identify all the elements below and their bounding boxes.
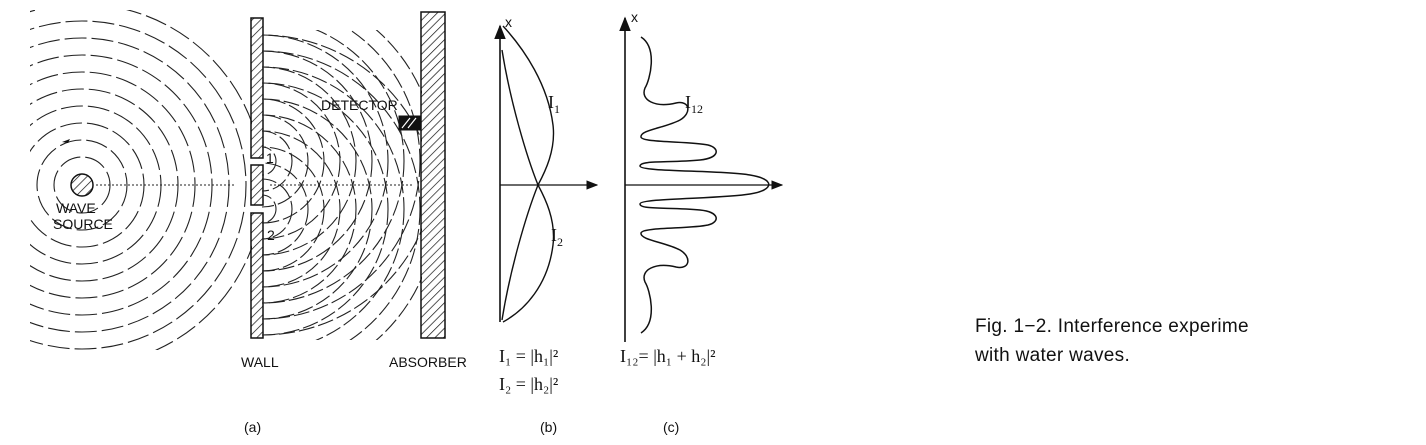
caption-line-1: Fig. 1−2. Interference experime <box>975 316 1249 337</box>
hole-wavefront <box>262 130 293 192</box>
equation-i2: I₂ = |h₂|² <box>499 374 558 394</box>
wave-source-label-1: WAVE <box>56 200 96 216</box>
hole-wavefront <box>262 146 325 272</box>
hole-wavefront <box>262 194 277 224</box>
hole-wavefront <box>262 114 357 304</box>
hole-wavefront <box>262 82 341 240</box>
hole-wavefront <box>262 30 421 320</box>
equation-i12: I₁₂= |h₁ + h₂|² <box>620 346 716 366</box>
panel-b: x I1 I2 I₁ = |h₁|² I₂ = |h₂|² (b) <box>494 14 599 435</box>
hole-wavefront <box>262 162 309 256</box>
figure-caption: Fig. 1−2. Interference experime with wat… <box>975 312 1415 370</box>
hole-wavefront <box>262 66 405 340</box>
source-wavefront <box>30 10 252 350</box>
source-wavefront <box>36 139 128 231</box>
panel-c-label: (c) <box>663 419 679 435</box>
hole-wavefront <box>262 82 389 336</box>
hole-wavefront <box>262 130 341 288</box>
curve-i12-label: I12 <box>685 92 703 116</box>
source-wavefronts <box>30 10 252 350</box>
hole-wavefront <box>262 146 277 176</box>
detector-label: DETECTOR <box>321 97 398 113</box>
caption-line-2: with water waves. <box>975 345 1131 366</box>
panel-a-label: (a) <box>244 419 261 435</box>
source-wavefront <box>30 71 196 299</box>
curve-i12 <box>639 36 770 334</box>
wall <box>250 17 264 339</box>
wall-label: WALL <box>241 354 279 370</box>
equation-i1: I₁ = |h₁|² <box>499 346 558 366</box>
hole-wavefront <box>262 30 405 304</box>
curve-i2 <box>501 49 555 323</box>
hole-1-label: 1 <box>266 150 274 166</box>
hole-wavefront <box>262 50 373 272</box>
hole-wavefront <box>262 50 421 340</box>
hole-wavefront <box>262 98 325 224</box>
panel-b-axis-label: x <box>505 14 512 30</box>
wave-source-label-2: SOURCE <box>53 216 113 232</box>
panel-c: x I12 I₁₂= |h₁ + h₂|² (c) <box>619 9 784 435</box>
panel-b-label: (b) <box>540 419 557 435</box>
absorber-label: ABSORBER <box>389 354 467 370</box>
hole-wavefront <box>262 98 373 320</box>
curve-i1-label: I1 <box>548 92 560 116</box>
panel-c-axis-label: x <box>631 9 638 25</box>
absorber <box>420 11 446 339</box>
curve-i1 <box>501 25 555 321</box>
hole-wavefront <box>262 114 309 208</box>
wave-source-icon <box>70 173 94 197</box>
diffracted-wavefronts <box>262 30 422 340</box>
curve-i2-label: I2 <box>551 225 563 249</box>
panel-a: WAVE SOURCE DETECTOR 1 2 WALL ABSORBER (… <box>30 10 467 435</box>
hole-2-label: 2 <box>267 227 275 243</box>
hole-wavefront <box>262 178 293 240</box>
source-wavefront <box>30 20 247 350</box>
hole-wavefront <box>262 66 357 256</box>
hole-wavefront <box>262 34 389 288</box>
